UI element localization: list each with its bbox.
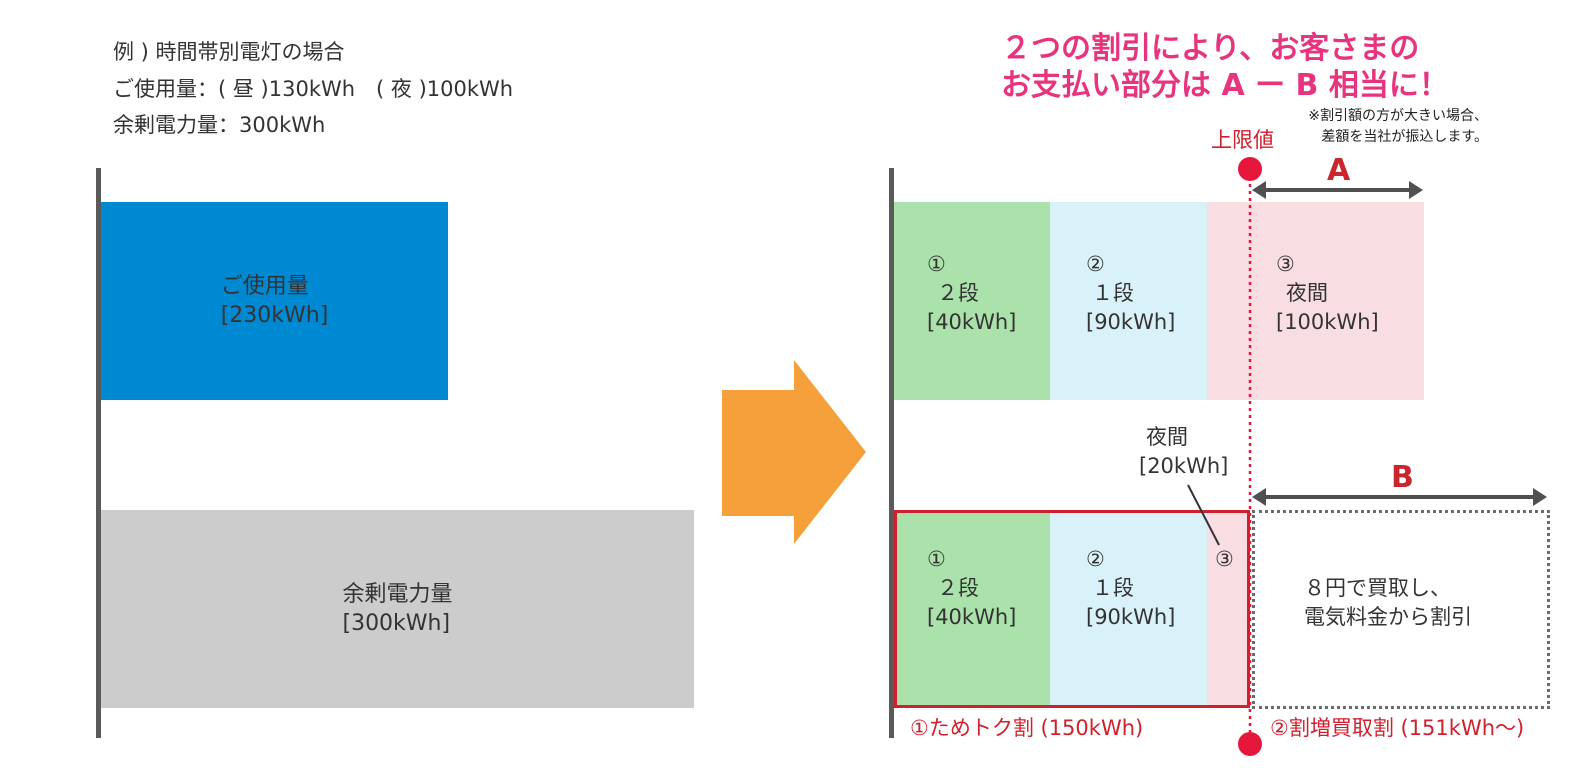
callout-line	[1187, 484, 1220, 546]
top-seg2-value: [90kWh]	[1086, 310, 1176, 334]
usage-value: [230kWh]	[220, 303, 329, 328]
callout-name: 夜間	[1146, 425, 1188, 449]
usage-label: ご使用量	[220, 274, 309, 299]
top-seg-tier2	[894, 202, 1050, 400]
tame-toku-frame	[894, 510, 1250, 708]
buyback-line-2: 電気料金から割引	[1304, 605, 1472, 629]
note-line-1: ※割引額の方が大きい場合、	[1308, 108, 1488, 124]
top-seg2-name: １段	[1092, 281, 1134, 305]
top-seg1-name: ２段	[937, 281, 979, 305]
right-arrow-icon	[722, 360, 866, 544]
bottom-seg2-name: １段	[1092, 576, 1134, 600]
surplus-label: 余剰電力量	[342, 582, 453, 607]
limit-bottom-dot	[1238, 732, 1262, 756]
bottom-seg-tier2	[894, 510, 1050, 708]
top-seg-tier1	[1050, 202, 1207, 400]
limit-label: 上限値	[1211, 128, 1274, 152]
letter-b: B	[1391, 460, 1414, 495]
limit-top-dot	[1238, 157, 1262, 181]
example-line-3: 余剰電力量：300kWh	[113, 113, 326, 137]
buyback-box	[1252, 510, 1550, 709]
arrow-b-icon	[1252, 488, 1547, 506]
bottom-seg1-num: ①	[927, 547, 946, 571]
bottom-seg-tier1	[1050, 510, 1207, 708]
usage-block: ご使用量 [230kWh]	[101, 202, 448, 400]
letter-a: A	[1327, 153, 1351, 188]
bottom-seg1-name: ２段	[937, 576, 979, 600]
note-line-2: 差額を当社が振込します。	[1321, 129, 1488, 145]
bottom-seg3-num: ③	[1215, 547, 1234, 571]
headline-line-1: ２つの割引により、お客さまの	[1001, 31, 1420, 66]
callout-value: [20kWh]	[1139, 454, 1229, 478]
example-line-1: 例 ) 時間帯別電灯の場合	[113, 40, 345, 64]
top-seg1-value: [40kWh]	[927, 310, 1017, 334]
tame-toku-label: ①ためトク割 (150kWh)	[910, 716, 1144, 740]
top-seg3-num: ③	[1276, 252, 1295, 276]
top-seg-night	[1207, 202, 1424, 400]
arrow-a-icon	[1252, 181, 1423, 199]
buyback-label: ②割増買取割 (151kWh〜)	[1270, 716, 1525, 740]
top-seg1-num: ①	[927, 252, 946, 276]
top-seg3-name: 夜間	[1286, 281, 1328, 305]
bottom-seg-night	[1207, 510, 1248, 708]
bottom-seg2-value: [90kWh]	[1086, 605, 1176, 629]
example-line-2: ご使用量：( 昼 )130kWh ( 夜 )100kWh	[113, 77, 514, 101]
surplus-value: [300kWh]	[342, 611, 451, 636]
surplus-block: 余剰電力量 [300kWh]	[101, 510, 694, 708]
bottom-seg1-value: [40kWh]	[927, 605, 1017, 629]
left-axis	[96, 168, 101, 738]
right-axis	[889, 168, 894, 738]
headline-line-2: お支払い部分は A ー B 相当に！	[1001, 68, 1449, 103]
top-seg3-value: [100kWh]	[1276, 310, 1379, 334]
buyback-line-1: ８円で買取し、	[1304, 576, 1451, 600]
top-seg2-num: ②	[1086, 252, 1105, 276]
bottom-seg2-num: ②	[1086, 547, 1105, 571]
